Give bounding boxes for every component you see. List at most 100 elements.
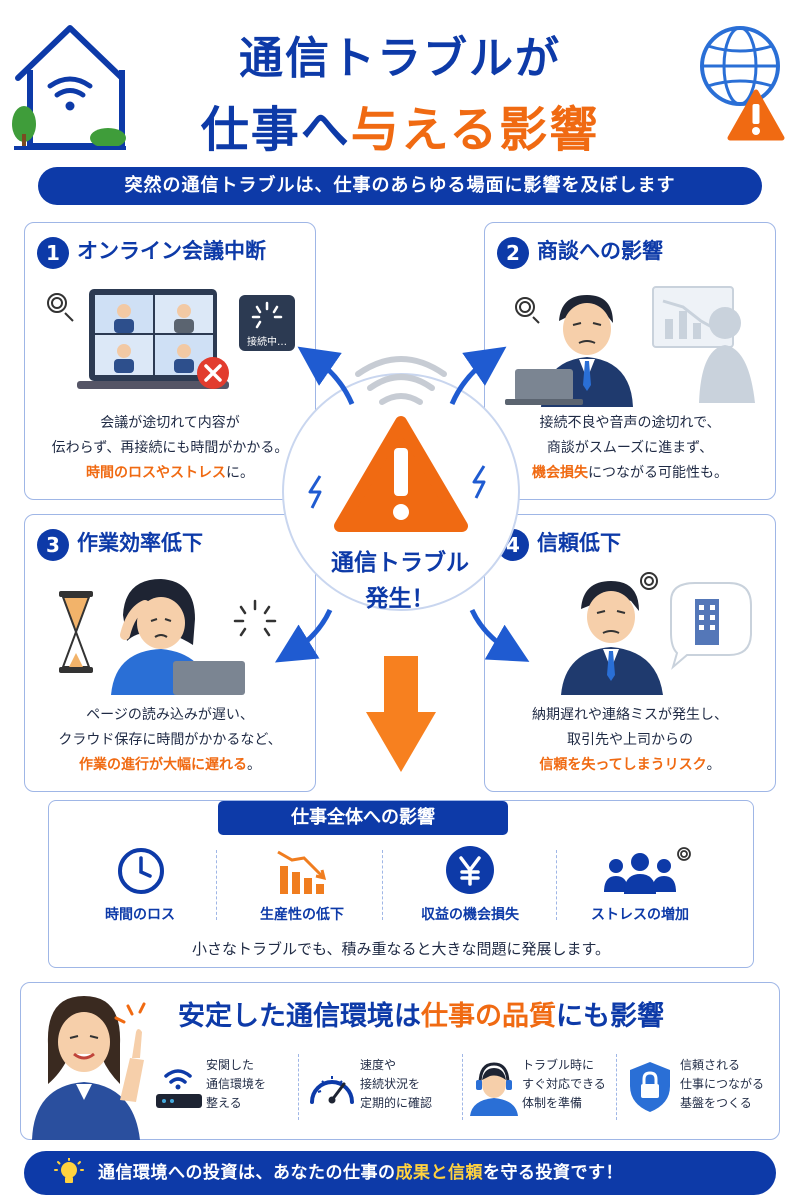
card-description: 納期遅れや連絡ミスが発生し、 取引先や上司からの 信頼を失ってしまうリスク。 (493, 703, 767, 778)
stable-title-part: 安定した通信環境は (178, 1001, 421, 1032)
card-title: 作業効率低下 (77, 531, 203, 555)
stable-item-text: 安関した 通信環境を 整える (206, 1056, 266, 1113)
stable-title-highlight: 仕事の品質 (421, 1001, 556, 1032)
card-description: 接続不良や音声の途切れで、 商談がスムーズに進まず、 機会損失につながる可能性も… (493, 411, 767, 486)
stable-text-line: 安関した (206, 1058, 255, 1072)
page-title-line1: 通信トラブルが (239, 33, 561, 84)
impact-item-revenue: 収益の機会損失 (390, 844, 550, 928)
card-text-tail: につながる可能性も。 (588, 465, 728, 481)
globe-warning-icon (700, 26, 785, 141)
card-number: 2 (497, 237, 529, 269)
support-operator-icon (470, 1062, 518, 1116)
center-warning-hub (282, 356, 520, 772)
card-trust-decline: 4 信頼低下 納期遅れや連絡ミスが発生し、 取引先や上司からの 信頼を失ってしま… (484, 514, 776, 792)
worried-employee-icon (561, 572, 752, 695)
footer-message: 通信環境への投資は、あなたの仕事の成果と信頼を守る投資です！ (98, 1151, 623, 1195)
impact-item-productivity: 生産性の低下 (222, 844, 382, 928)
stressed-worker-icon (59, 579, 277, 695)
stable-text-line: 接続状況を (360, 1077, 421, 1091)
impact-label: ストレスの増加 (591, 907, 689, 923)
worried-businessman-icon (505, 286, 755, 407)
stable-text-line: トラブル時に (522, 1058, 595, 1072)
page-title-line2: 仕事へ与える影響 (0, 90, 800, 160)
lightbulb-icon (54, 1158, 84, 1183)
woman-pointing-icon (32, 996, 146, 1140)
stable-text-line: すぐ対応できる (522, 1077, 606, 1091)
card-highlight: 作業の進行が大幅に遅れる (79, 757, 247, 773)
card-highlight: 信頼を失ってしまうリスク (539, 757, 707, 773)
card-text-tail: に。 (226, 465, 254, 481)
divider (556, 850, 557, 920)
laptop-video-call-icon (47, 289, 295, 389)
home-wifi-icon (12, 25, 126, 150)
impact-note: 小さなトラブルでも、積み重なると大きな問題に発展します。 (191, 940, 611, 958)
footer-banner: 通信環境への投資は、あなたの仕事の成果と信頼を守る投資です！ (24, 1151, 776, 1195)
card-text-line: 納期遅れや連絡ミスが発生し、 (532, 707, 728, 723)
stable-item-router: 安関した 通信環境を 整える (152, 1050, 302, 1130)
divider (216, 850, 217, 920)
divider (616, 1054, 617, 1120)
card-text-line: 会議が途切れて内容が (100, 415, 240, 431)
stable-text-line: 通信環境を (206, 1077, 267, 1091)
declining-chart-icon (277, 850, 327, 894)
title-part-a: 仕事へ (200, 102, 351, 158)
people-icon (604, 847, 691, 894)
stable-text-line: 仕事につながる (680, 1077, 765, 1091)
yen-icon (446, 846, 494, 894)
stable-title-part: にも影響 (556, 1001, 664, 1032)
clock-icon (118, 848, 164, 894)
impact-label: 生産性の低下 (260, 907, 344, 923)
stable-text-line: 整える (206, 1096, 242, 1110)
card-work-efficiency: 3 作業効率低下 ページの読み込みが遅い、 クラウド保存に時間がかかるなど、 作… (24, 514, 316, 792)
impact-label: 時間のロス (105, 907, 175, 923)
speedometer-icon (310, 1076, 354, 1104)
title-part-b: 与える影響 (350, 102, 600, 158)
card-text-line: 取引先や上司からの (567, 732, 693, 748)
card-text-line: ページの読み込みが遅い、 (86, 707, 254, 723)
card-text-line: 接続不良や音声の途切れで、 (539, 415, 721, 431)
card-text-tail: 。 (247, 757, 261, 773)
center-label-line1: 通信トラブル (331, 550, 469, 576)
card-title: 信頼低下 (537, 531, 621, 555)
impact-item-stress: ストレスの増加 (560, 844, 720, 928)
stable-item-text: トラブル時に すぐ対応できる 体制を準備 (522, 1056, 606, 1113)
divider (382, 850, 383, 920)
divider (462, 1054, 463, 1120)
loading-label: 接続中… (247, 337, 287, 348)
stable-text-line: 基盤をつくる (680, 1096, 752, 1110)
card-text-line: 伝わらず、再接続にも時間がかかる。 (51, 440, 289, 456)
card-text-line: 商談がスムーズに進まず、 (546, 440, 714, 456)
router-icon (156, 1069, 202, 1108)
card-number: 1 (37, 237, 69, 269)
stable-environment-box (20, 982, 780, 1140)
card-description: 会議が途切れて内容が 伝わらず、再接続にも時間がかかる。 時間のロスやストレスに… (33, 411, 307, 486)
overall-impact-title: 仕事全体への影響 (218, 801, 508, 835)
impact-item-time-loss: 時間のロス (60, 844, 220, 928)
stable-text-line: 速度や (360, 1058, 397, 1072)
stable-item-text: 速度や 接続状況を 定期的に確認 (360, 1056, 432, 1113)
card-title: 商談への影響 (537, 239, 663, 263)
footer-text-highlight: 成果と信頼 (395, 1163, 483, 1183)
center-label-line2: 発生！ (365, 586, 435, 612)
stable-text-line: 体制を準備 (522, 1096, 583, 1110)
card-online-meeting: 1 オンライン会議中断 接続中… 会議が途切れて内容が 伝わらず、再接続にも時間… (24, 222, 316, 500)
divider (298, 1054, 299, 1120)
stable-item-speedometer: 速度や 接続状況を 定期的に確認 (306, 1050, 456, 1130)
card-title: オンライン会議中断 (77, 239, 266, 263)
impact-label: 収益の機会損失 (421, 907, 519, 923)
footer-text-part: を守る投資です！ (483, 1163, 623, 1183)
card-text-line: クラウド保存に時間がかかるなど、 (58, 732, 282, 748)
card-highlight: 時間のロスやストレス (86, 465, 226, 481)
card-text-tail: 。 (706, 757, 721, 773)
footer-text-part: 通信環境への投資は、あなたの仕事の (98, 1163, 396, 1183)
stable-item-support: トラブル時に すぐ対応できる 体制を準備 (468, 1050, 618, 1130)
stable-item-trust: 信頼される 仕事につながる 基盤をつくる (626, 1050, 776, 1130)
card-description: ページの読み込みが遅い、 クラウド保存に時間がかかるなど、 作業の進行が大幅に遅… (33, 703, 307, 778)
stable-title: 安定した通信環境は仕事の品質にも影響 (178, 994, 664, 1033)
stable-item-text: 信頼される 仕事につながる 基盤をつくる (680, 1056, 764, 1113)
subtitle-banner: 突然の通信トラブルは、仕事のあらゆる場面に影響を及ぼします (38, 167, 762, 205)
stable-text-line: 信頼される (680, 1058, 741, 1072)
shield-lock-icon (630, 1062, 670, 1112)
card-business-meeting: 2 商談への影響 接続不良や音声の途切れで、 商談がスムーズに進まず、 機会損失… (484, 222, 776, 500)
card-highlight: 機会損失 (532, 465, 588, 481)
